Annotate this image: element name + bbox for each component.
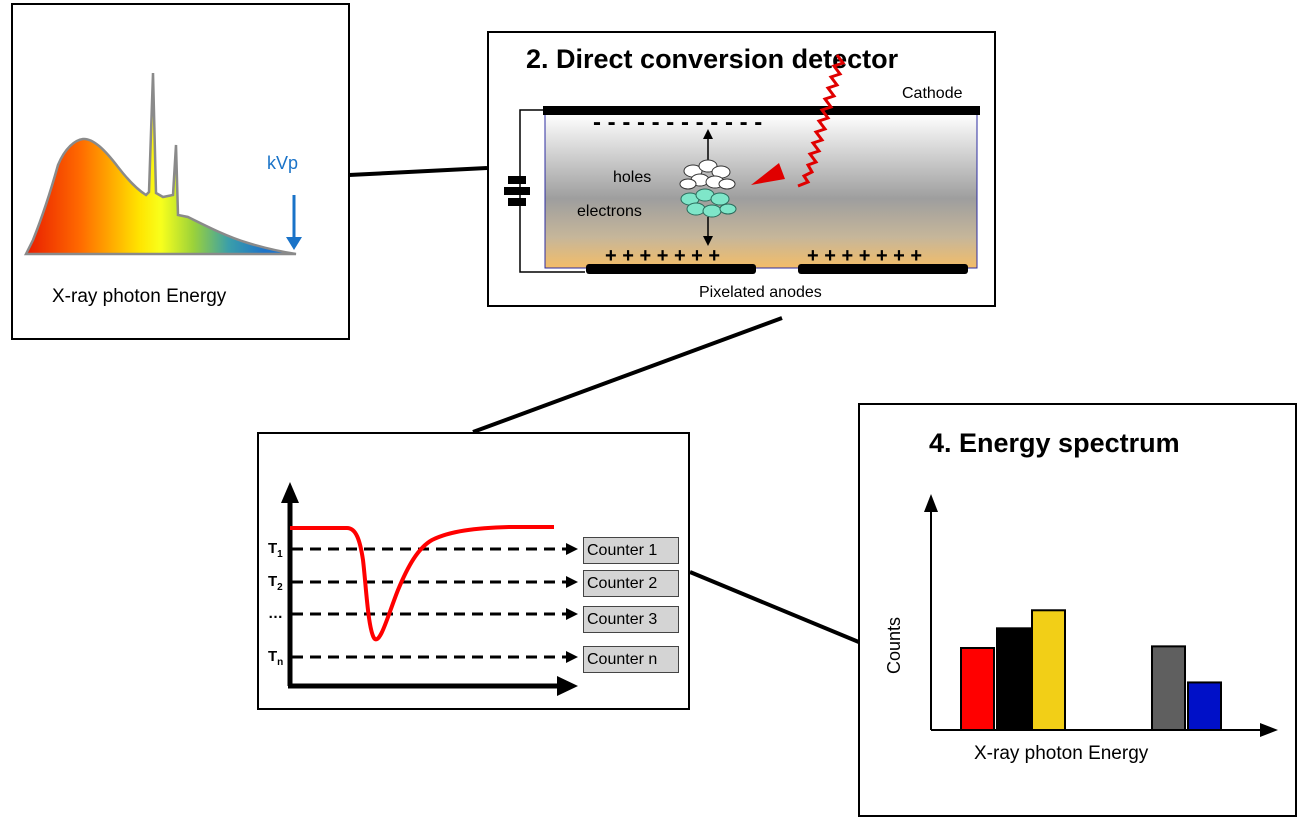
pulse-x-arrowhead [557, 676, 578, 696]
electrons-cloud [680, 188, 737, 218]
positive-charges-right: + + + + + + + [807, 245, 923, 267]
source-energy-axis-label: X-ray photon Energy [52, 286, 227, 307]
photon-arrowhead [751, 163, 785, 185]
electrons-label: electrons [577, 203, 642, 220]
incident-photon [797, 54, 846, 188]
pulse-y-arrowhead [281, 482, 299, 503]
spectrum-bar-5 [1187, 681, 1222, 732]
battery-plate-1 [508, 176, 526, 184]
spectrum-bar-2 [996, 627, 1031, 732]
holes-label: holes [613, 169, 652, 186]
positive-charges-left: + + + + + + + [605, 245, 721, 267]
kvp-arrowhead [286, 237, 302, 250]
counter-2: Counter 2 [583, 570, 679, 597]
detector-graphic [504, 54, 980, 274]
counter-n: Counter n [583, 646, 679, 673]
anodes-label: Pixelated anodes [699, 284, 822, 301]
spectrum-bar-1 [960, 647, 995, 731]
counter-3: Counter 3 [583, 606, 679, 633]
energy-spectrum-title: 4. Energy spectrum [929, 428, 1180, 458]
battery-plate-3 [508, 198, 526, 206]
threshold-arrowheads [566, 543, 578, 663]
threshold-label-n: Tn [268, 648, 284, 668]
connector-1-2 [348, 166, 488, 177]
cathode-label: Cathode [902, 85, 963, 102]
threshold-label-ellipsis: … [268, 605, 283, 622]
spectrum-x-arrowhead [1260, 723, 1278, 737]
source-spectrum-panel: kVp X-ray photon Energy [11, 3, 350, 340]
threshold-label-2: T2 [268, 573, 283, 593]
source-spectrum-graphic [23, 72, 302, 256]
battery-plate-2 [504, 187, 530, 195]
cathode-electrode [543, 106, 980, 115]
kvp-label: kVp [267, 153, 299, 173]
connector-3-4 [689, 570, 867, 647]
detector-pulse [290, 525, 554, 642]
counter-1: Counter 1 [583, 537, 679, 564]
threshold-lines [292, 547, 568, 659]
spectrum-bar-4 [1151, 645, 1186, 731]
detector-panel: 2. Direct conversion detector [487, 31, 996, 307]
spectrum-y-arrowhead [924, 494, 938, 512]
threshold-label-1: T1 [268, 540, 283, 560]
negative-charges: - - - - - - - - - - - - [593, 109, 763, 136]
semiconductor-bulk [544, 113, 978, 269]
anode-pixel-right [798, 264, 968, 274]
anode-pixel-left [586, 264, 756, 274]
bremsstrahlung-spectrum [23, 72, 297, 256]
holes-cloud [679, 159, 736, 190]
connector-2-3 [472, 316, 783, 434]
energy-spectrum-xlabel: X-ray photon Energy [974, 743, 1149, 764]
spectrum-bar-3 [1031, 609, 1066, 732]
